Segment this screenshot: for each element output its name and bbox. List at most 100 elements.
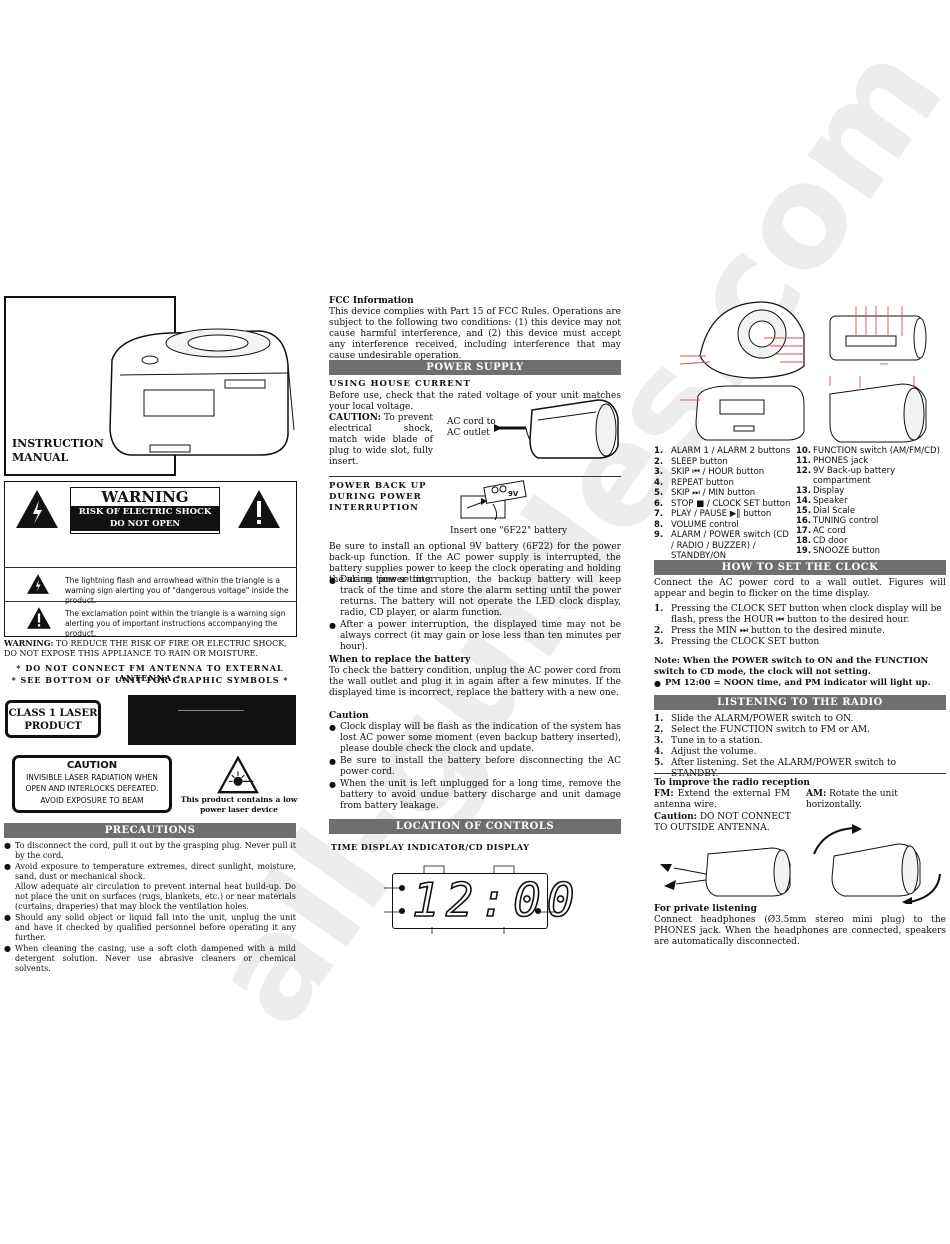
laser-note-l2: power laser device bbox=[200, 805, 278, 814]
control-item-2: 2.SLEEP button bbox=[654, 457, 794, 468]
control-item-text: ALARM / POWER switch (CD / RADIO / BUZZE… bbox=[671, 530, 789, 561]
ac-label-l2: AC outlet bbox=[447, 428, 490, 438]
laser-l1: CLASS 1 LASER bbox=[8, 708, 98, 719]
backup-bullet-1: During power interruption, the backup ba… bbox=[329, 575, 621, 619]
controls-diagram bbox=[679, 301, 927, 443]
clock-step-text: Pressing the CLOCK SET button when clock… bbox=[671, 604, 942, 625]
fm-body: Extend the external FM antenna wire. bbox=[654, 789, 790, 810]
control-item-number: 4. bbox=[654, 477, 664, 488]
control-item-number: 8. bbox=[654, 519, 664, 530]
improve-title: To improve the radio reception bbox=[654, 778, 810, 788]
clock-intro: Connect the AC power cord to a wall outl… bbox=[654, 578, 946, 599]
led-indicator-right bbox=[535, 908, 541, 914]
house-caution-body: To prevent electrical shock, match wide … bbox=[329, 413, 433, 467]
warning-sub2: DO NOT OPEN bbox=[109, 519, 181, 529]
radio-step-text: After listening. Set the ALARM/POWER swi… bbox=[671, 758, 897, 779]
control-item-number: 15. bbox=[796, 506, 812, 516]
control-item-3: 12.9V Back-up battery compartment bbox=[796, 466, 948, 486]
led-indicator-left2 bbox=[399, 908, 405, 914]
fcc-section: FCC Information This device complies wit… bbox=[329, 296, 621, 362]
laser-l2: PRODUCT bbox=[24, 721, 82, 732]
caution2-bullet-1: Clock display will be flash as the indic… bbox=[329, 722, 621, 755]
control-item-8: 8. VOLUME control bbox=[654, 520, 794, 531]
control-item-number: 12. bbox=[796, 466, 812, 476]
private-body: Connect headphones (Ø3.5mm stereo mini p… bbox=[654, 915, 946, 947]
control-item-7: 7.PLAY / PAUSE ▶‖ button bbox=[654, 509, 794, 520]
radio-step-4: 4.Adjust the volume. bbox=[654, 747, 946, 758]
radio-steps: 1.Slide the ALARM/POWER switch to ON.2.S… bbox=[654, 714, 946, 780]
control-item-number: 9. bbox=[654, 530, 664, 540]
control-item-10: 19.SNOOZE button bbox=[796, 546, 948, 556]
led-leader-lines bbox=[384, 865, 556, 934]
control-item-text: Speaker bbox=[813, 496, 848, 506]
house-current-title: USING HOUSE CURRENT bbox=[329, 379, 471, 389]
exclaim-text: The exclamation point within the triangl… bbox=[65, 609, 286, 638]
control-item-number: 1. bbox=[654, 446, 664, 456]
control-item-number: 3. bbox=[654, 467, 664, 477]
lightning-text: The lightning flash and arrowhead within… bbox=[65, 576, 289, 605]
warning-body: TO REDUCE THE RISK OF FIRE OR ELECTRIC S… bbox=[4, 639, 287, 658]
precaution-2: Avoid exposure to temperature extremes, … bbox=[4, 862, 296, 912]
precautions-header: PRECAUTIONS bbox=[4, 823, 296, 838]
control-item-number: 11. bbox=[796, 456, 812, 466]
clock-note-2: PM 12:00 = NOON time, and PM indicator w… bbox=[654, 678, 946, 689]
clock-header: HOW TO SET THE CLOCK bbox=[654, 560, 946, 575]
clock-note-1: Note: When the POWER switch to ON and th… bbox=[654, 656, 929, 677]
ac-label-l1: AC cord to bbox=[447, 417, 496, 427]
fm-label: FM: bbox=[654, 789, 674, 799]
control-item-text: VOLUME control bbox=[671, 519, 739, 530]
led-display bbox=[392, 873, 548, 929]
radio-caution-label: Caution: bbox=[654, 812, 697, 822]
precautions-list: To disconnect the cord, pull it out by t… bbox=[4, 841, 296, 975]
control-item-6: 15.Dial Scale bbox=[796, 506, 948, 516]
radio-step-text: Slide the ALARM/POWER switch to ON. bbox=[671, 714, 854, 724]
cover-title-line2: MANUAL bbox=[12, 451, 69, 464]
clock-radio-illustration bbox=[109, 328, 295, 456]
radio-step-1: 1. Slide the ALARM/POWER switch to ON. bbox=[654, 714, 946, 725]
label-black-panel bbox=[128, 695, 296, 745]
battery-caption: Insert one "6F22" battery bbox=[450, 526, 568, 536]
caution-l1: INVISIBLE LASER RADIATION WHEN bbox=[26, 772, 158, 782]
control-item-text: AC cord bbox=[813, 526, 846, 536]
private-title: For private listening bbox=[654, 904, 757, 914]
radio-header: LISTENING TO THE RADIO bbox=[654, 695, 946, 710]
control-item-number: 16. bbox=[796, 516, 812, 526]
exclamation-small-icon bbox=[27, 607, 51, 629]
warning-panel bbox=[4, 481, 297, 637]
controls-list-right: 10.FUNCTION switch (AM/FM/CD)11.PHONES j… bbox=[796, 446, 948, 556]
antenna-line: * DO NOT CONNECT FM ANTENNA TO EXTERNAL … bbox=[16, 663, 284, 683]
control-item-text: FUNCTION switch (AM/FM/CD) bbox=[813, 446, 940, 456]
control-item-4: 13.Display bbox=[796, 486, 948, 496]
control-item-text: 9V Back-up battery compartment bbox=[813, 466, 896, 486]
control-item-number: 2. bbox=[654, 456, 664, 467]
radio-step-text: Select the FUNCTION switch to FM or AM. bbox=[671, 725, 870, 735]
caution-title: CAUTION bbox=[66, 760, 118, 771]
ac-cord-label: AC cord to AC outlet bbox=[447, 417, 496, 439]
caution-l2: OPEN AND INTERLOCKS DEFEATED. bbox=[25, 784, 159, 793]
radio-step-number: 1. bbox=[654, 714, 664, 724]
control-item-9: 9. ALARM / POWER switch (CD / RADIO / BUZ… bbox=[654, 530, 794, 562]
cover-title: INSTRUCTION MANUAL bbox=[12, 437, 104, 465]
warning-label: WARNING: bbox=[4, 638, 54, 648]
am-body: Rotate the unit horizontally. bbox=[806, 789, 898, 810]
caution-l3: AVOID EXPOSURE TO BEAM bbox=[40, 795, 144, 805]
backup-l1: POWER BACK UP bbox=[329, 481, 427, 491]
clock-step-2: 2.Press the MIN ⏭ button to the desired … bbox=[654, 626, 946, 637]
control-item-6: 6.STOP ■ / CLOCK SET button bbox=[654, 499, 794, 510]
battery-compartment-illustration bbox=[460, 480, 527, 521]
precaution-1: To disconnect the cord, pull it out by t… bbox=[4, 841, 296, 861]
laser-note: This product contains a low power laser … bbox=[180, 795, 298, 815]
warning-moisture: WARNING: TO REDUCE THE RISK OF FIRE OR E… bbox=[4, 638, 296, 659]
clock-note: Note: When the POWER switch to ON and th… bbox=[654, 656, 946, 690]
control-item-number: 14. bbox=[796, 496, 812, 506]
caution2-bullets: Clock display will be flash as the indic… bbox=[329, 722, 621, 813]
clock-steps: 1.Pressing the CLOCK SET button when clo… bbox=[654, 604, 946, 648]
antenna-illustration bbox=[660, 824, 941, 904]
control-item-text: CD door bbox=[813, 536, 848, 546]
laser-radiation-icon bbox=[217, 756, 259, 794]
exclamation-triangle-icon bbox=[238, 490, 280, 528]
control-item-7: 16.TUNING control bbox=[796, 516, 948, 526]
radio-step-number: 3. bbox=[654, 736, 664, 746]
caution-laser-box: CAUTION INVISIBLE LASER RADIATION WHEN O… bbox=[12, 755, 172, 813]
